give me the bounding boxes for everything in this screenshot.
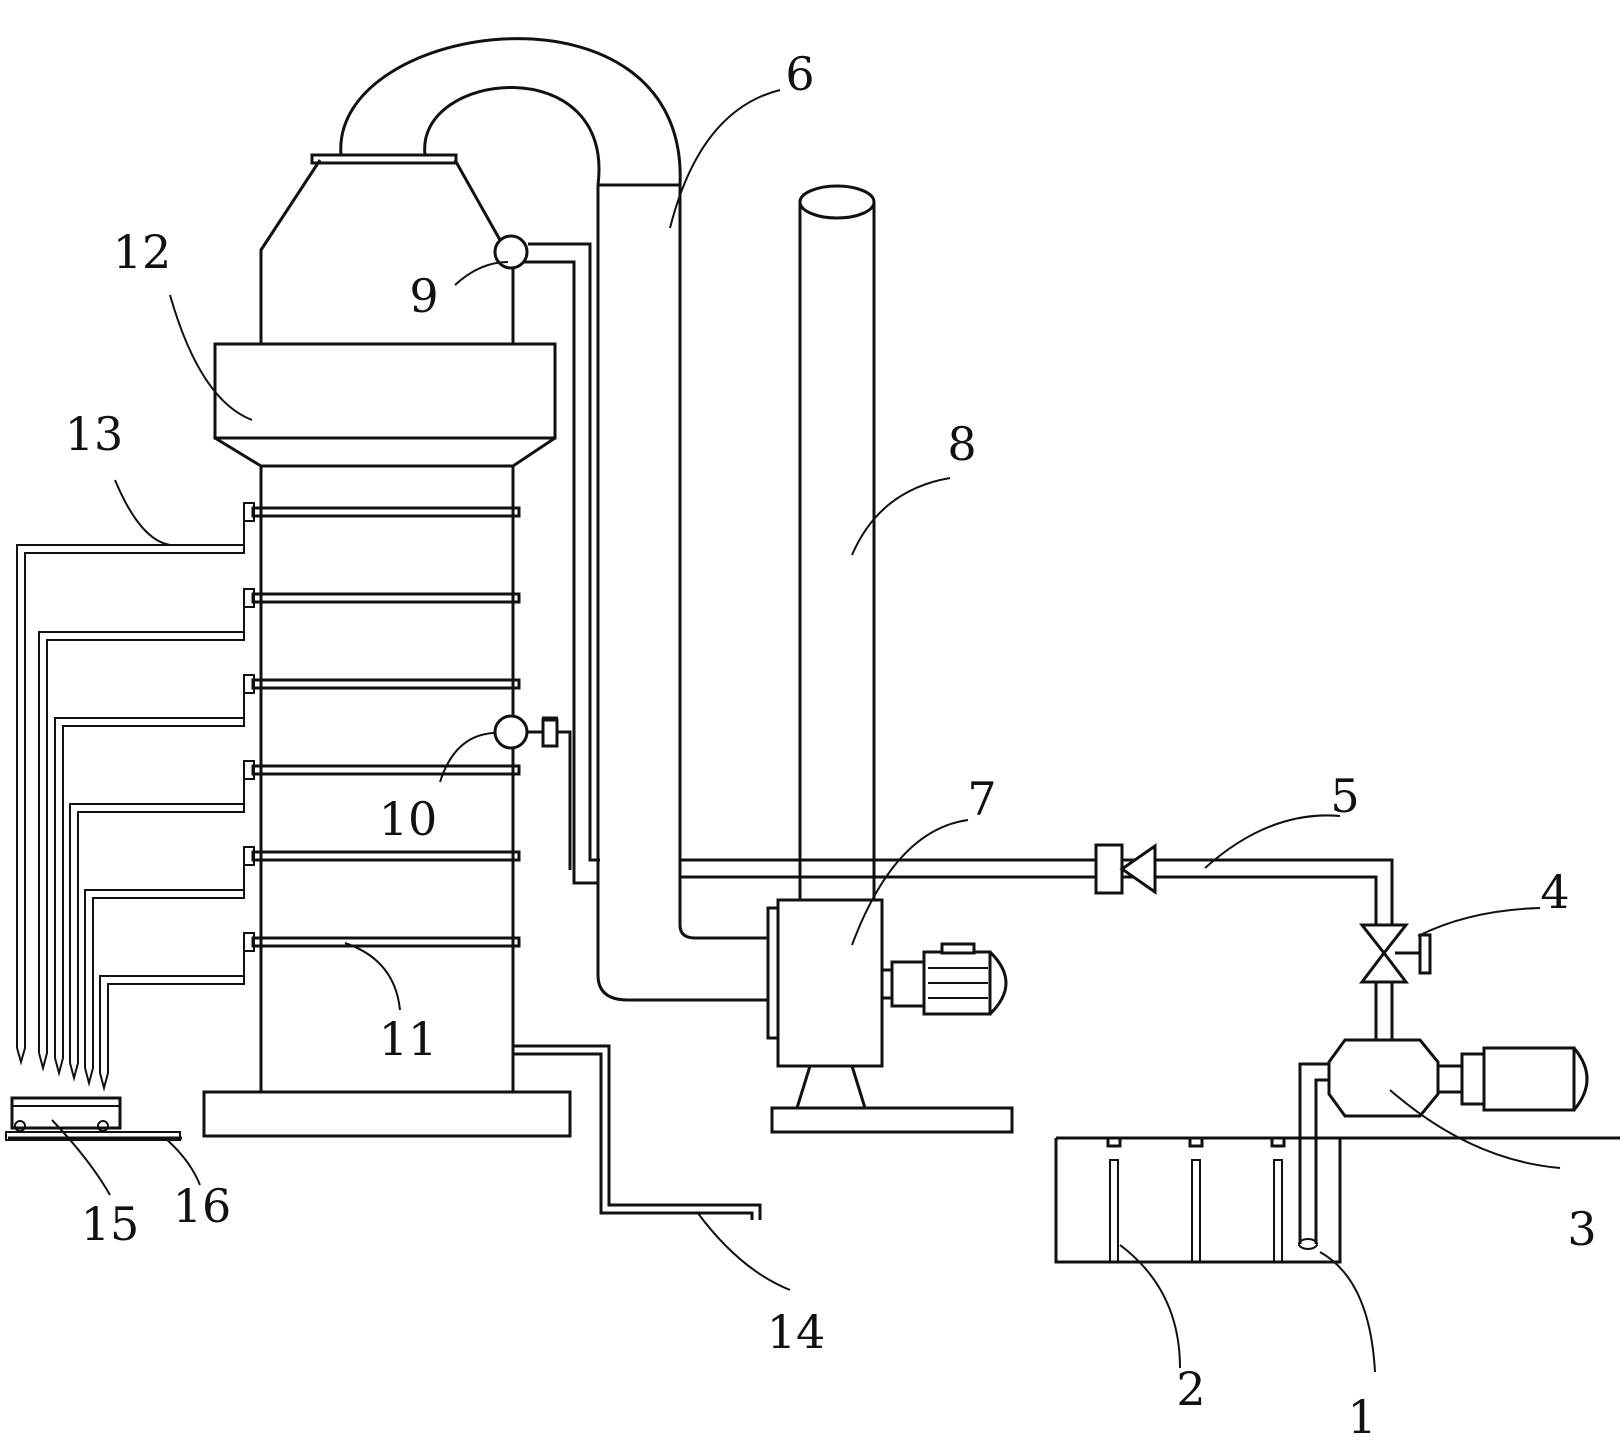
- spray-ring: [243, 502, 521, 522]
- callout-labels: 1 2 3 4 5 6 7 8 9 10 11 12 13 14 15 16: [65, 47, 1597, 1444]
- pump: [1298, 1038, 1589, 1250]
- spray-ring: [243, 674, 521, 694]
- duct: [339, 37, 778, 1002]
- label-15: 15: [81, 1197, 140, 1251]
- label-3: 3: [1567, 1202, 1596, 1256]
- tower-hood: [259, 159, 515, 344]
- tank: [1054, 1136, 1342, 1264]
- label-5: 5: [1330, 769, 1359, 823]
- label-8: 8: [947, 417, 976, 471]
- label-14: 14: [767, 1305, 826, 1359]
- label-12: 12: [113, 225, 172, 279]
- sampling-lines: [16, 510, 245, 1092]
- tower-body: [259, 464, 515, 1094]
- tower-base: [202, 1090, 572, 1138]
- label-7: 7: [967, 772, 996, 826]
- label-16: 16: [173, 1179, 232, 1233]
- label-1: 1: [1347, 1390, 1376, 1439]
- leader-lines: [51, 89, 1561, 1373]
- carriage: [10, 1096, 122, 1132]
- spray-ring: [243, 588, 521, 608]
- rail: [5, 1131, 181, 1141]
- label-6: 6: [785, 47, 814, 101]
- label-2: 2: [1176, 1362, 1205, 1416]
- label-10: 10: [379, 792, 438, 846]
- label-11: 11: [379, 1012, 438, 1066]
- tower-top-box: [213, 342, 557, 468]
- spray-rings: [243, 502, 521, 952]
- tower-top-flange: [310, 153, 458, 165]
- drain-pipe: [513, 1044, 762, 1220]
- fan: [766, 898, 1014, 1134]
- liquid-line: [680, 843, 1394, 925]
- chimney: [798, 184, 876, 900]
- spray-ring: [243, 846, 521, 866]
- label-13: 13: [65, 407, 124, 461]
- spray-ring: [243, 760, 521, 780]
- label-9: 9: [409, 269, 438, 323]
- tower: [202, 153, 572, 1138]
- label-4: 4: [1540, 865, 1569, 919]
- sensor-10: [493, 714, 529, 750]
- instrument-lines: [493, 234, 600, 885]
- valve: [1358, 923, 1432, 1040]
- spray-ring: [243, 932, 521, 952]
- sensor-9: [493, 234, 529, 270]
